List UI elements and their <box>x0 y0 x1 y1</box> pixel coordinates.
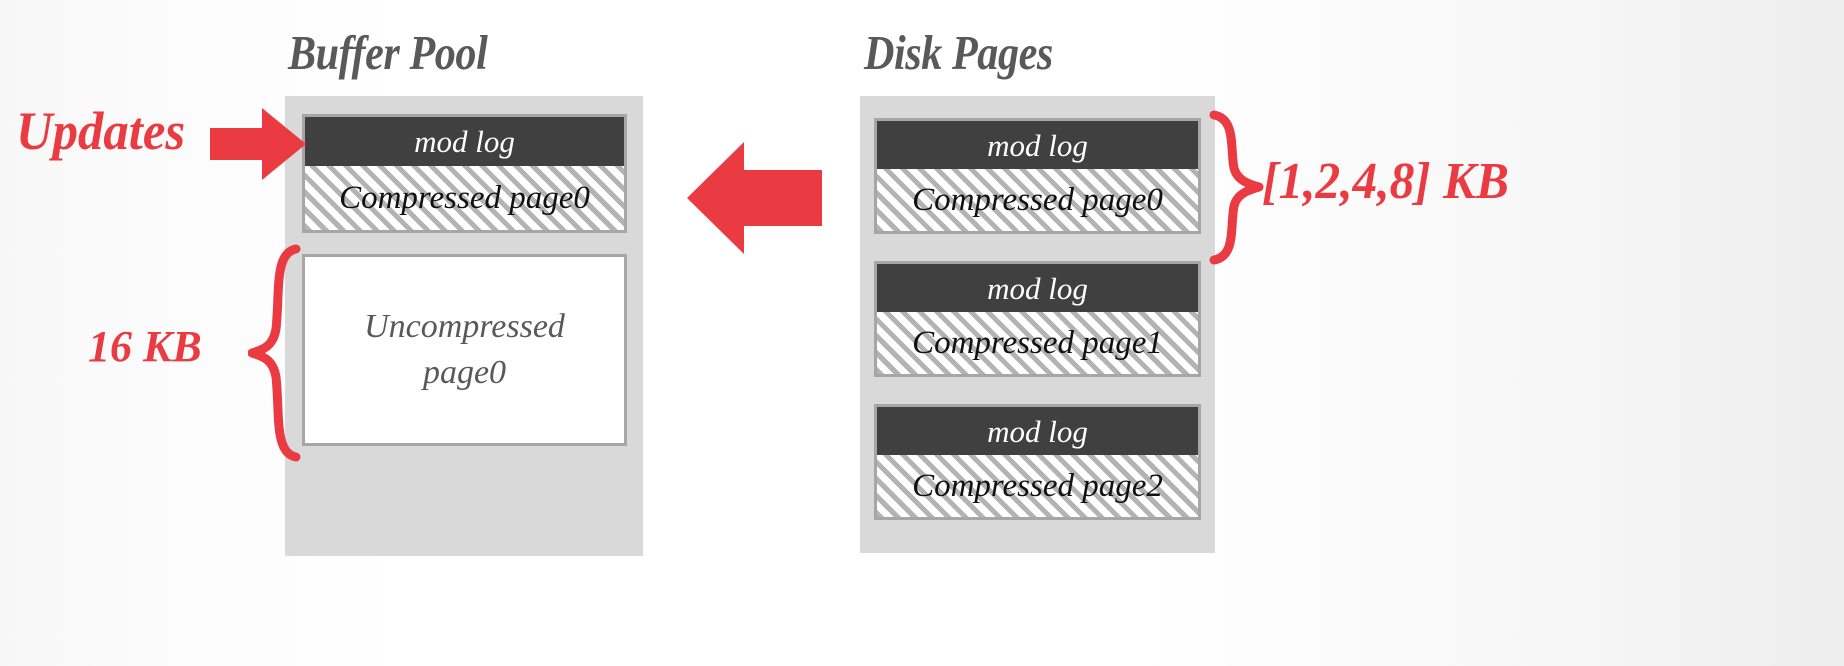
mod-log-bar: mod log <box>305 117 624 166</box>
uncompressed-page-label-line2: page0 <box>422 354 507 391</box>
uncompressed-page-label-line1: Uncompressed <box>364 308 565 346</box>
compressed-page-bar: Compressed page0 <box>877 169 1198 231</box>
kb-range-label: [1,2,4,8] KB <box>1262 153 1509 210</box>
disk-pages-title: Disk Pages <box>864 25 1053 80</box>
mod-log-bar: mod log <box>877 407 1198 455</box>
buffer-pool-uncompressed-page-block: Uncompressed page0 <box>302 254 627 446</box>
compressed-page-bar: Compressed page1 <box>877 312 1198 374</box>
updates-right-arrow-icon <box>210 108 306 180</box>
buffer-pool-title: Buffer Pool <box>288 25 488 80</box>
mod-log-bar: mod log <box>877 121 1198 169</box>
sixteen-kb-label: 16 KB <box>88 322 202 371</box>
compressed-page-bar: Compressed page2 <box>877 455 1198 517</box>
updates-label: Updates <box>16 101 186 161</box>
kb-range-brace-icon <box>1209 110 1264 265</box>
compressed-page-bar: Compressed page0 <box>305 166 624 230</box>
disk-page-block: mod log Compressed page2 <box>874 404 1201 520</box>
mod-log-bar: mod log <box>877 264 1198 312</box>
disk-page-block: mod log Compressed page0 <box>874 118 1201 234</box>
disk-to-buffer-left-arrow-icon <box>687 142 822 254</box>
buffer-pool-compressed-page-block: mod log Compressed page0 <box>302 114 627 233</box>
disk-page-block: mod log Compressed page1 <box>874 261 1201 377</box>
sixteen-kb-brace-icon <box>248 244 301 462</box>
